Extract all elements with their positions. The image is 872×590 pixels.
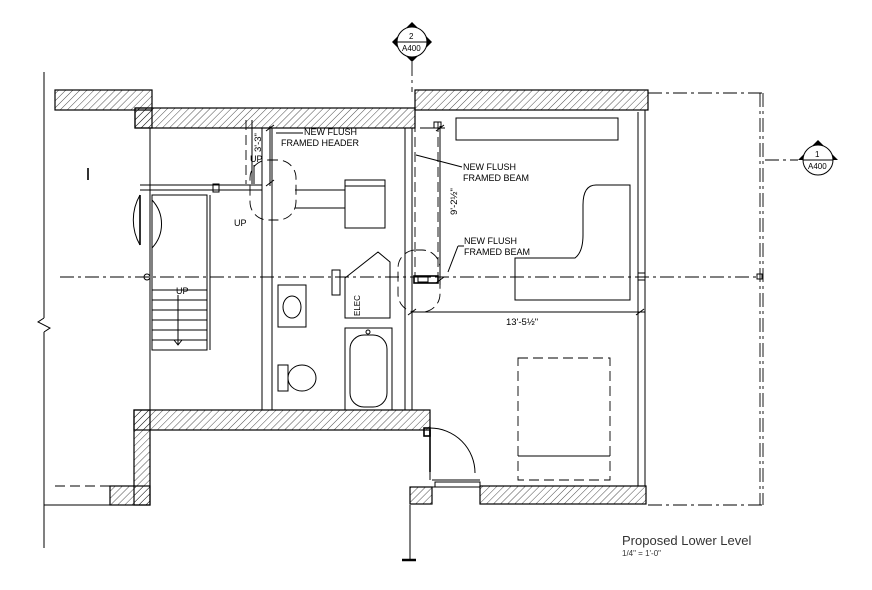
callout-beam2-line1: NEW FLUSH bbox=[464, 236, 517, 246]
section-1-number: 1 bbox=[815, 150, 820, 159]
left-boundary bbox=[37, 72, 110, 548]
dimension-lines bbox=[244, 124, 645, 316]
bath-fixtures bbox=[277, 179, 393, 411]
foundation-walls bbox=[54, 89, 649, 506]
label-up-left: UP bbox=[234, 218, 247, 228]
label-up-stair: UP bbox=[176, 286, 189, 296]
section-1-sheet: A400 bbox=[808, 162, 827, 171]
dim-header-opening: 3'-3" bbox=[253, 133, 264, 152]
drawing-scale: 1/4" = 1'-0" bbox=[622, 549, 661, 558]
stair bbox=[151, 183, 220, 351]
new-beams bbox=[245, 120, 442, 284]
grid-line bbox=[60, 272, 763, 281]
bottom-stub bbox=[402, 505, 416, 562]
callout-beam1-line2: FRAMED BEAM bbox=[463, 173, 529, 183]
section-marker-2: 2 A400 bbox=[392, 22, 432, 92]
dim-beam-vertical: 9'-2½" bbox=[449, 188, 460, 215]
section-marker-1: 1 A400 bbox=[765, 140, 838, 176]
callout-header-line2: FRAMED HEADER bbox=[281, 138, 360, 148]
callout-beam1-line1: NEW FLUSH bbox=[463, 162, 516, 172]
stair-door bbox=[132, 194, 162, 249]
callout-header-line1: NEW FLUSH bbox=[304, 127, 357, 137]
elec-label: ELEC bbox=[353, 295, 362, 316]
section-2-number: 2 bbox=[409, 32, 414, 41]
dim-beam-horizontal: 13'-5½" bbox=[506, 317, 538, 328]
drawing-title: Proposed Lower Level bbox=[622, 533, 751, 548]
interior-walls bbox=[140, 110, 646, 488]
bedroom-furniture bbox=[455, 117, 631, 481]
label-up-right: UP bbox=[250, 154, 263, 164]
elec-panel: ELEC bbox=[331, 251, 391, 319]
callout-leaders bbox=[276, 132, 464, 273]
deck-outline bbox=[648, 92, 765, 506]
section-2-sheet: A400 bbox=[402, 44, 421, 53]
callout-beam2-line2: FRAMED BEAM bbox=[464, 247, 530, 257]
exterior-door bbox=[423, 427, 476, 474]
